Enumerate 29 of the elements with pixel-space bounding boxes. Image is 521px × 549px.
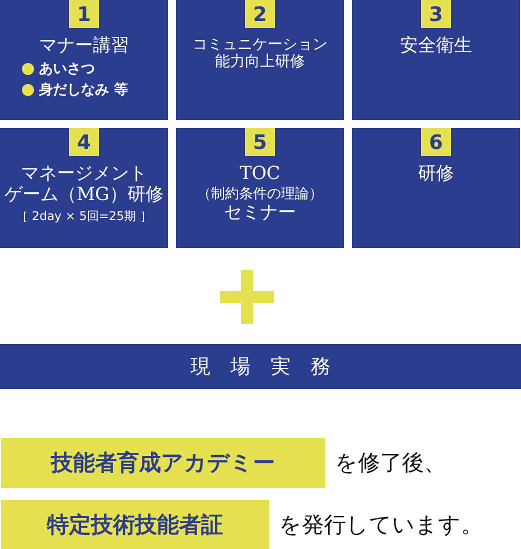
bullet-text: 身だしなみ 等 [39,80,128,99]
sentence-text: を修了後、 [335,450,446,478]
course-title: マネージメントゲーム（MG）研修 [4,164,164,206]
sentence-text: を発行しています。 [279,512,483,540]
course-card [176,128,344,248]
course-title: 研修 [418,164,454,185]
course-title: マナー講習 [39,36,129,57]
course-card [352,128,520,248]
highlight-label: 特定技術技能者証 [1,500,269,549]
course-title: 安全衛生 [400,36,472,57]
course-number: 2 [245,0,275,28]
course-number: 6 [421,128,451,156]
course-number: 1 [69,0,99,28]
course-title: コミュニケーション能力向上研修 [192,36,328,70]
course-card [352,0,520,120]
banner-text: 現 場 実 務 [190,353,330,380]
course-title: セミナー [224,202,296,224]
highlight-label: 技能者育成アカデミー [1,438,325,488]
course-number: 3 [421,0,451,28]
bullet-text: あいさつ [39,60,95,78]
course-subtitle: （制約条件の理論） [197,184,323,203]
course-card [0,128,168,248]
banner [0,344,521,389]
course-card [176,0,344,120]
course-card [0,0,168,120]
course-note: ［ 2day × 5回=25期 ］ [16,208,152,226]
course-title: TOC [240,164,280,185]
course-number: 5 [245,128,275,156]
course-number: 4 [69,128,99,156]
